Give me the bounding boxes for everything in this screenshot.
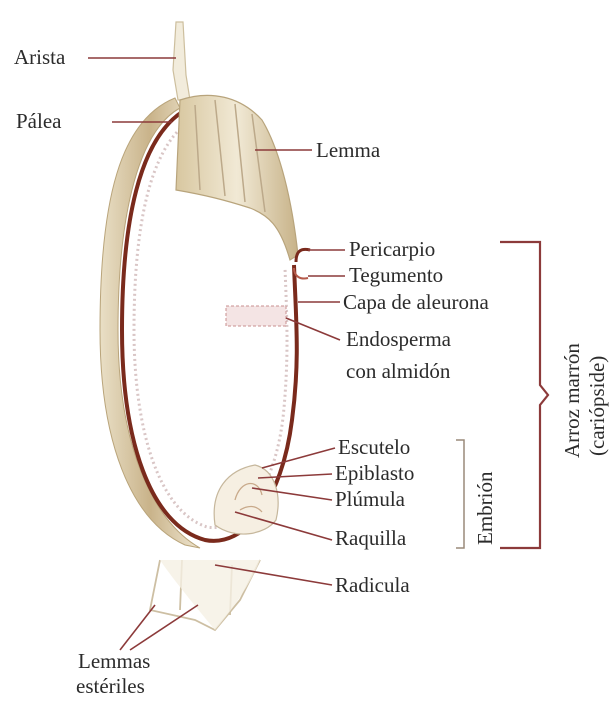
label-endosperma: Endosperma xyxy=(346,327,452,351)
label-epiblasto: Epiblasto xyxy=(335,461,414,485)
leader-escutelo xyxy=(262,448,335,468)
leader-lemmas-2 xyxy=(130,605,198,650)
leader-lemmas-1 xyxy=(120,605,155,650)
label-capa-aleurona: Capa de aleurona xyxy=(343,290,489,314)
label-raquilla: Raquilla xyxy=(335,526,407,550)
label-lemmas: Lemmas xyxy=(78,649,150,673)
label-tegumento: Tegumento xyxy=(349,263,443,287)
label-arista: Arista xyxy=(14,45,66,69)
leader-endosperma xyxy=(286,318,340,340)
label-radicula: Radicula xyxy=(335,573,410,597)
label-endosperma-2: con almidón xyxy=(346,359,451,383)
embrion-bracket xyxy=(456,440,464,548)
label-palea: Pálea xyxy=(16,109,62,133)
arista-shape xyxy=(173,22,190,100)
label-pericarpio: Pericarpio xyxy=(349,237,435,261)
label-escutelo: Escutelo xyxy=(338,435,410,459)
pericarp-hook xyxy=(296,249,310,262)
label-embrion: Embrión xyxy=(473,471,497,545)
label-lemma: Lemma xyxy=(316,138,381,162)
label-cariopside: (cariópside) xyxy=(585,356,609,456)
label-arroz-marron: Arroz marrón xyxy=(560,343,584,458)
arroz-bracket xyxy=(500,242,548,548)
label-plumula: Plúmula xyxy=(335,487,406,511)
embryo-shape xyxy=(214,465,278,534)
aleurone-patch xyxy=(226,306,286,326)
label-lemmas-2: estériles xyxy=(76,674,145,698)
